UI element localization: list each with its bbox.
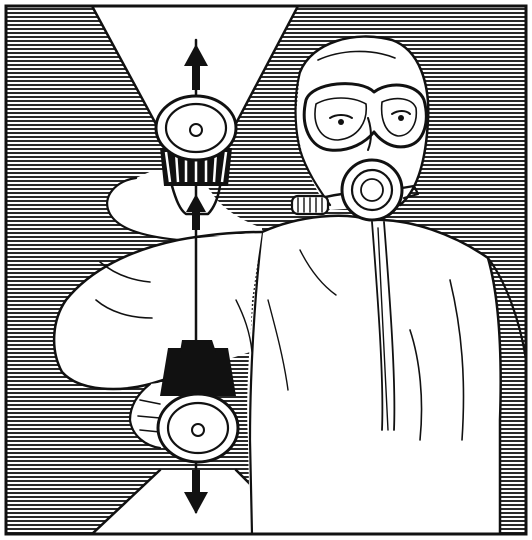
dive-mask [304,84,426,151]
